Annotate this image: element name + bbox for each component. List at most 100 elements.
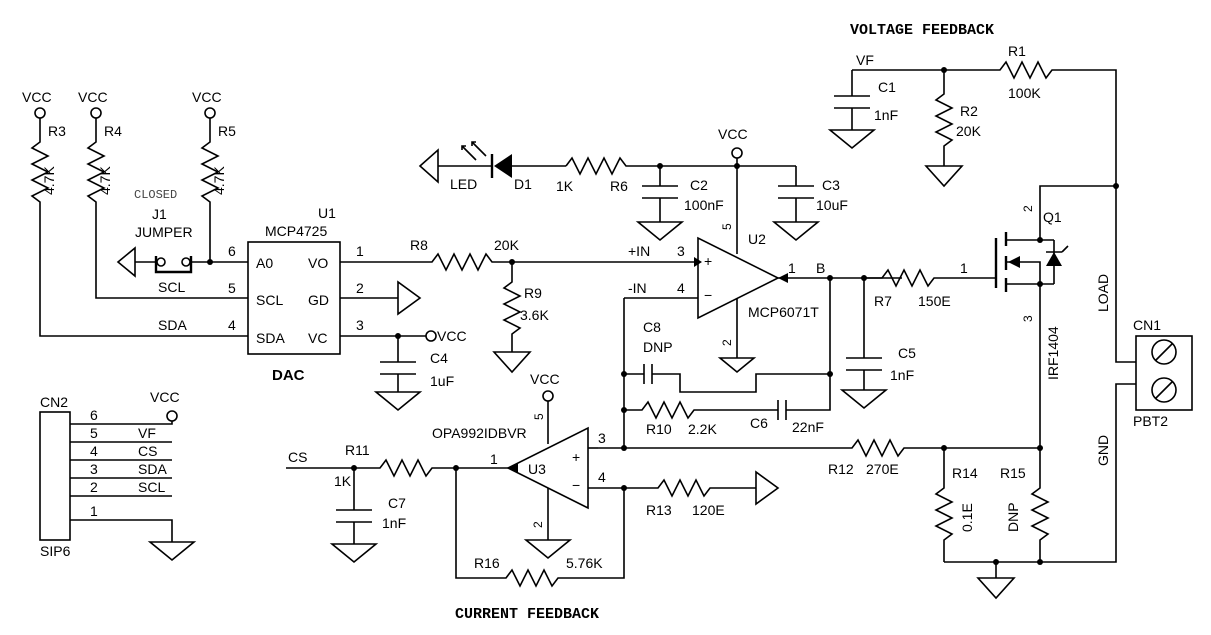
voltage-feedback-divider: VF R1 100K C1 1nF R2 20K LOAD	[829, 43, 1136, 363]
svg-text:120E: 120E	[692, 502, 725, 518]
svg-text:20K: 20K	[494, 237, 520, 253]
resistor-r11: CS R11 1K	[286, 442, 508, 489]
svg-text:R12: R12	[828, 461, 854, 477]
svg-text:D1: D1	[514, 176, 532, 192]
capacitor-c4: C4 1uF	[375, 336, 454, 411]
resistor-r15: R15 DNP	[1000, 448, 1050, 565]
svg-text:2: 2	[720, 339, 734, 346]
svg-text:PBT2: PBT2	[1133, 413, 1168, 429]
pullup-r5: VCC R5 4.7K	[192, 89, 236, 260]
svg-text:SCL: SCL	[256, 292, 283, 308]
svg-text:Q1: Q1	[1043, 209, 1062, 225]
svg-text:5.76K: 5.76K	[566, 555, 603, 571]
svg-text:6: 6	[90, 407, 98, 423]
svg-text:MCP6071T: MCP6071T	[748, 304, 819, 320]
resistor-r14: R14 0.1E	[934, 448, 978, 562]
svg-text:C3: C3	[822, 177, 840, 193]
svg-text:R11: R11	[345, 442, 370, 458]
svg-text:U2: U2	[748, 231, 766, 247]
resistor-r13: R13 120E	[624, 470, 780, 518]
svg-text:R9: R9	[524, 285, 542, 301]
svg-text:A0: A0	[256, 255, 273, 271]
svg-text:VCC: VCC	[150, 389, 180, 405]
svg-text:4: 4	[598, 469, 606, 485]
svg-text:VO: VO	[308, 255, 328, 271]
svg-text:LED: LED	[450, 176, 477, 192]
pullup-r4: VCC R4 4.7K	[78, 89, 248, 299]
scl-label: SCL	[158, 279, 185, 295]
svg-text:R13: R13	[646, 502, 672, 518]
svg-text:JUMPER: JUMPER	[135, 224, 193, 240]
svg-text:2: 2	[531, 521, 545, 528]
svg-text:1nF: 1nF	[382, 515, 406, 531]
svg-text:4.7K: 4.7K	[211, 166, 227, 195]
capacitor-c2: C2 100nF	[637, 166, 724, 241]
svg-text:VF: VF	[856, 52, 874, 68]
svg-text:1nF: 1nF	[874, 107, 898, 123]
svg-text:1uF: 1uF	[430, 373, 454, 389]
svg-text:+IN: +IN	[628, 243, 650, 259]
pullup-r3: VCC R3 4.7K	[22, 89, 248, 337]
svg-text:3: 3	[356, 317, 364, 333]
svg-text:VCC: VCC	[437, 328, 467, 344]
svg-text:SIP6: SIP6	[40, 543, 71, 559]
svg-text:+: +	[704, 253, 712, 269]
svg-text:R1: R1	[1008, 43, 1026, 59]
svg-text:3.6K: 3.6K	[520, 307, 549, 323]
svg-text:4: 4	[677, 280, 685, 296]
svg-text:−: −	[704, 287, 712, 303]
opamp-u2: VCC 5 U2 3 + − +IN 3 -IN 4 2 MCP6071T 1 …	[624, 126, 902, 374]
svg-text:100K: 100K	[1008, 85, 1041, 101]
svg-text:C1: C1	[878, 79, 896, 95]
svg-text:1: 1	[960, 260, 968, 276]
svg-text:1: 1	[90, 503, 98, 519]
svg-text:C4: C4	[430, 350, 448, 366]
svg-text:4.7K: 4.7K	[97, 166, 113, 195]
svg-text:R4: R4	[104, 123, 122, 139]
svg-text:10uF: 10uF	[816, 197, 848, 213]
resistor-r16: R16 5.76K	[455, 468, 625, 588]
svg-text:3: 3	[90, 461, 98, 477]
svg-text:150E: 150E	[918, 293, 951, 309]
svg-text:VF: VF	[138, 425, 156, 441]
svg-text:CN1: CN1	[1133, 317, 1161, 333]
svg-text:100nF: 100nF	[684, 197, 724, 213]
svg-text:VCC: VCC	[192, 89, 222, 105]
svg-text:−: −	[572, 477, 580, 493]
svg-text:1: 1	[490, 451, 498, 467]
svg-text:DNP: DNP	[643, 339, 673, 355]
svg-text:4: 4	[90, 443, 98, 459]
svg-text:270E: 270E	[866, 461, 899, 477]
current-feedback-title: CURRENT FEEDBACK	[455, 606, 599, 623]
svg-text:LOAD: LOAD	[1095, 274, 1111, 312]
capacitor-c3: C3 10uF	[773, 166, 848, 241]
svg-text:CS: CS	[138, 443, 157, 459]
u2-feedback-network: C8 DNP R10 2.2K C6 22nF	[621, 278, 833, 451]
svg-text:5: 5	[228, 280, 236, 296]
svg-text:5: 5	[720, 223, 734, 230]
svg-text:3: 3	[1021, 315, 1035, 322]
svg-text:VCC: VCC	[530, 371, 560, 387]
resistor-r12: R12 270E	[598, 438, 1043, 477]
capacitor-c5: C5 1nF	[841, 278, 916, 409]
connector-cn2: CN2 SIP6 VCC 6 5 4 3 2 1 VF CS SDA SCL	[39, 389, 195, 561]
svg-text:C6: C6	[750, 415, 768, 431]
svg-text:J1: J1	[152, 206, 167, 222]
voltage-feedback-title: VOLTAGE FEEDBACK	[850, 22, 994, 39]
led-d1: LED D1	[418, 141, 566, 192]
svg-text:VCC: VCC	[78, 89, 108, 105]
mosfet-q1: 2 Q1 3 IRF1404	[994, 183, 1119, 448]
svg-text:OPA992IDBVR: OPA992IDBVR	[432, 425, 527, 441]
svg-text:CN2: CN2	[40, 394, 68, 410]
svg-text:6: 6	[228, 243, 236, 259]
svg-text:4: 4	[228, 317, 236, 333]
svg-text:R15: R15	[1000, 465, 1026, 481]
svg-text:22nF: 22nF	[792, 419, 824, 435]
svg-text:R5: R5	[218, 123, 236, 139]
svg-text:0.1E: 0.1E	[959, 503, 975, 532]
svg-text:2.2K: 2.2K	[688, 421, 717, 437]
svg-text:U1: U1	[318, 205, 336, 221]
opamp-u3: VCC 5 OPA992IDBVR U3 + − 3 4 2 1	[432, 371, 627, 559]
svg-text:VCC: VCC	[22, 89, 52, 105]
